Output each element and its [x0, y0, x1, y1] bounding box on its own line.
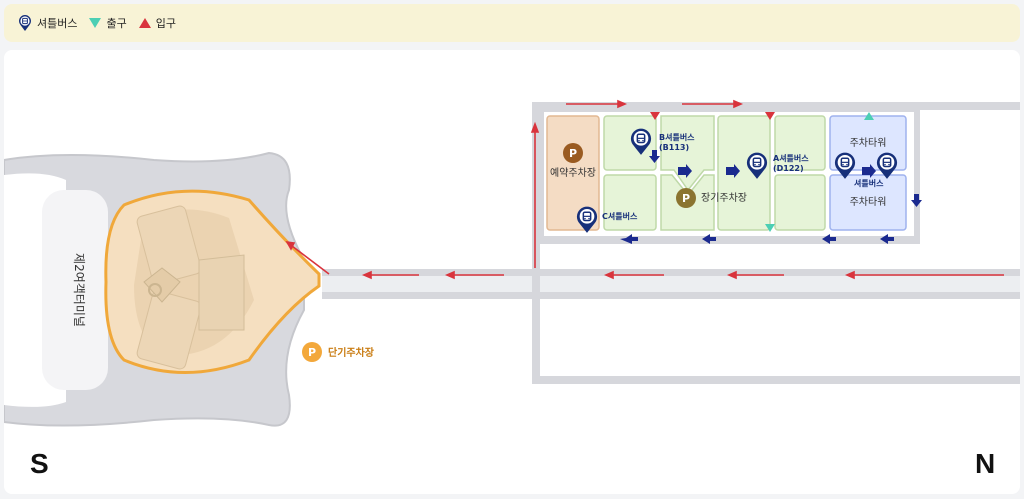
shuttle-c-label: C셔틀버스 — [602, 211, 638, 221]
south-road — [532, 376, 1020, 384]
short-term-parking-p-icon — [302, 342, 322, 362]
parking-deck-b — [136, 290, 202, 370]
reserved-parking-label: 예약주차장 — [550, 167, 596, 179]
long-term-parking-p-letter: P — [682, 192, 690, 205]
shuttle-b-code: (B113) — [659, 143, 689, 152]
parking-tower-bottom-label: 주차타워 — [850, 195, 887, 208]
legend-exit-label: 출구 — [106, 17, 127, 30]
terminal-hall — [42, 190, 108, 390]
terminal-label: 제2여객터미널 — [72, 253, 86, 327]
entrance-triangle-icon — [138, 18, 151, 28]
reserved-parking-p-icon — [563, 143, 583, 163]
legend-entrance: 입구 — [138, 15, 176, 31]
parking-deck-c — [198, 254, 245, 331]
parking-center-circle — [148, 283, 162, 297]
north-label: N — [975, 448, 996, 479]
parking-deck-a — [136, 205, 202, 285]
exit-marker — [765, 224, 775, 232]
shuttle-a-label: A셔틀버스 — [773, 153, 809, 163]
legend-exit: 출구 — [89, 15, 127, 31]
main-road-inner — [322, 276, 1020, 292]
shuttle-b-label: B셔틀버스 — [659, 132, 695, 142]
long-term-parking-label: 장기주차장 — [701, 192, 747, 204]
reserved-parking-p-letter: P — [569, 147, 577, 160]
south-label: S — [30, 448, 49, 479]
reserved-parking-area — [546, 115, 600, 231]
legend-shuttle-label: 셔틀버스 — [37, 17, 78, 30]
shuttle-route-arrows — [620, 150, 922, 244]
exit-triangle-icon — [89, 18, 102, 28]
map-canvas: 제2여객터미널 P 예약주차장 — [4, 99, 1020, 427]
entrance-marker — [650, 112, 660, 120]
legend-shuttle: 셔틀버스 — [18, 14, 77, 32]
exit-marker — [864, 112, 874, 120]
shuttle-pin-icon — [19, 15, 31, 31]
west-road — [532, 102, 540, 382]
short-term-parking-label: 단기주차장 — [328, 346, 375, 359]
parking-tower-top-label: 주차타워 — [850, 136, 887, 149]
short-term-parking-p-letter: P — [308, 346, 316, 359]
shuttle-tower-label: 셔틀버스 — [854, 178, 884, 188]
parking-map: 제2여객터미널 P 예약주차장 — [4, 50, 1020, 494]
long-term-parking-p-icon — [676, 188, 696, 208]
shuttle-a-code: (D122) — [773, 164, 804, 173]
north-road — [532, 102, 1020, 110]
entrance-arrows — [285, 99, 1004, 280]
entrance-marker — [765, 112, 775, 120]
legend-entrance-label: 입구 — [155, 17, 176, 30]
map-legend: 셔틀버스 출구 입구 — [4, 4, 1020, 42]
